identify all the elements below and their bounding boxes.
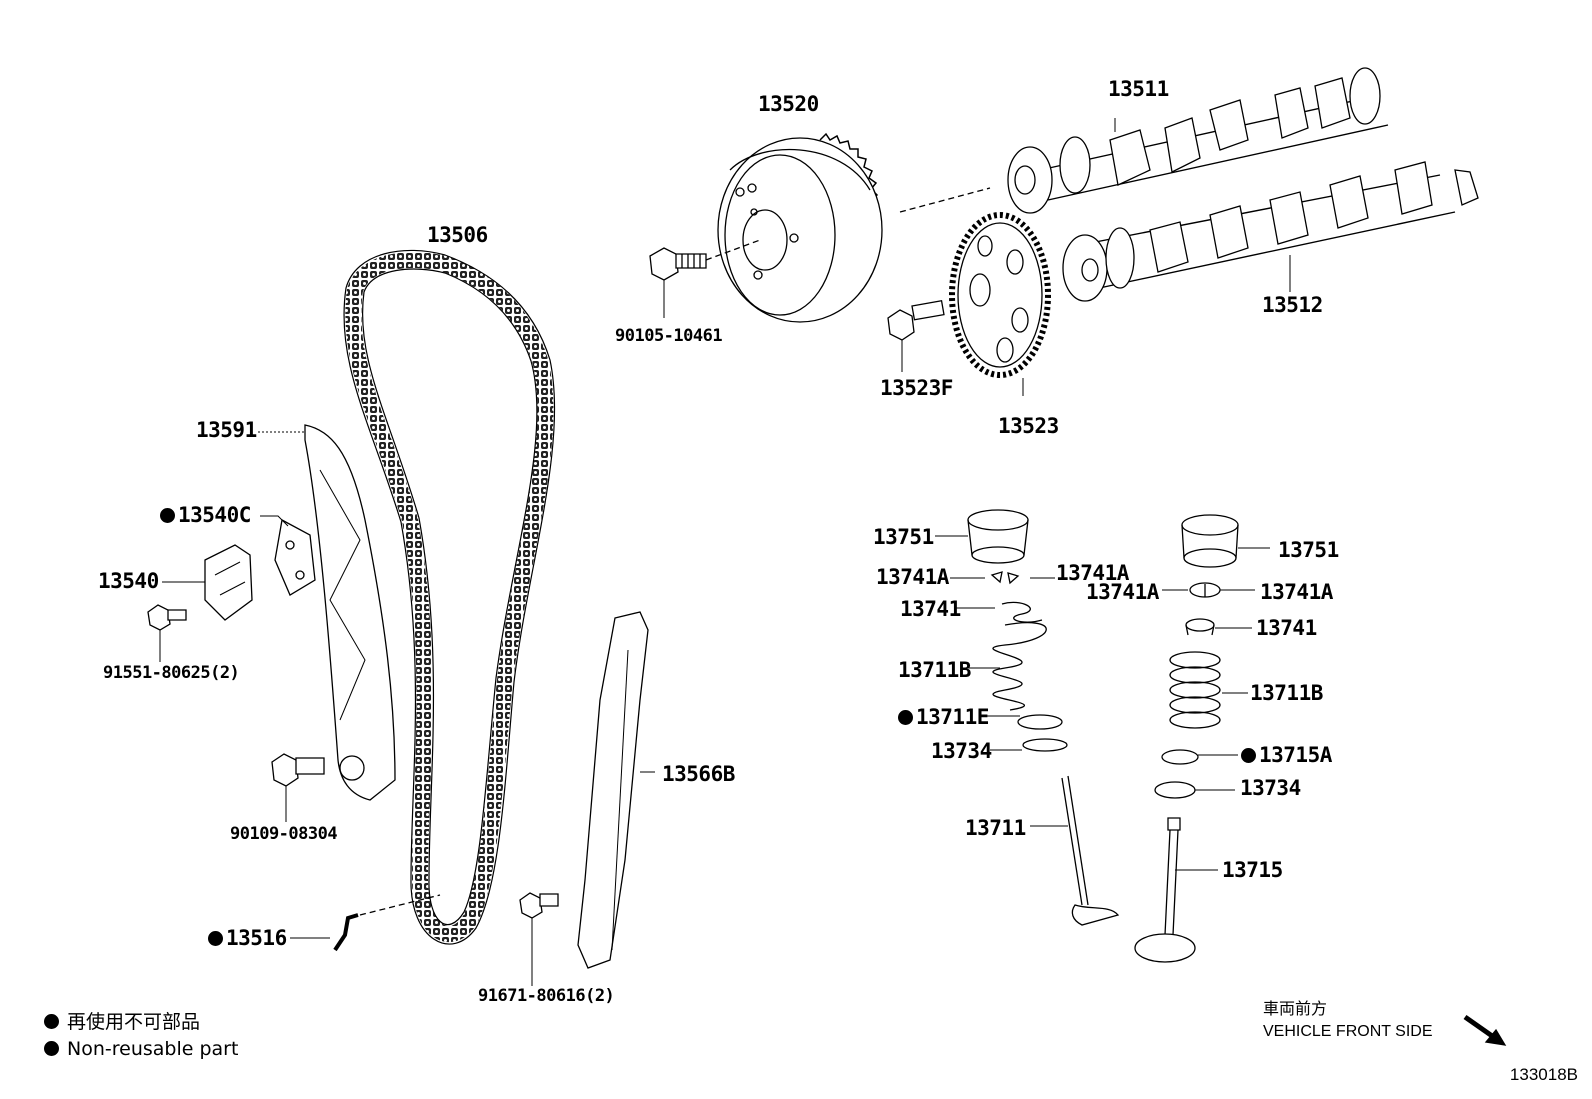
label-13751-right[interactable]: 13751 bbox=[1278, 538, 1339, 562]
chain-guide-13566B bbox=[578, 612, 655, 968]
oil-jet-13516 bbox=[290, 895, 440, 950]
valve-assembly-left bbox=[935, 510, 1118, 925]
label-13540C[interactable]: 13540C bbox=[160, 505, 251, 526]
label-13591[interactable]: 13591 bbox=[196, 418, 257, 442]
valve-assembly-right bbox=[1135, 515, 1270, 962]
label-13540[interactable]: 13540 bbox=[98, 569, 159, 593]
vehicle-front-japanese: 車両前方 bbox=[1263, 1001, 1328, 1018]
label-13566B[interactable]: 13566B bbox=[662, 762, 735, 786]
label-91551-80625[interactable]: 91551-80625(2) bbox=[103, 663, 240, 683]
label-13751-left[interactable]: 13751 bbox=[873, 525, 934, 549]
non-reusable-dot-icon bbox=[898, 710, 913, 725]
timing-chain bbox=[344, 250, 555, 944]
label-13734-left[interactable]: 13734 bbox=[931, 739, 992, 763]
label-13711[interactable]: 13711 bbox=[965, 816, 1026, 840]
legend-english-text: Non-reusable part bbox=[67, 1038, 239, 1060]
chain-guide-13591 bbox=[258, 425, 395, 800]
bolt-90109 bbox=[272, 754, 324, 822]
legend-japanese-text: 再使用不可部品 bbox=[67, 1011, 201, 1033]
camshaft-13512 bbox=[1063, 162, 1478, 301]
bolt-90105 bbox=[650, 240, 760, 318]
label-13523[interactable]: 13523 bbox=[998, 414, 1059, 438]
tensioner-13540 bbox=[162, 545, 252, 620]
bolt-13523F bbox=[888, 301, 944, 372]
label-13516-text: 13516 bbox=[226, 926, 287, 950]
label-13741A-right-1[interactable]: 13741A bbox=[1086, 580, 1159, 604]
label-13715A-text: 13715A bbox=[1259, 743, 1332, 767]
label-13741A-left-1[interactable]: 13741A bbox=[876, 565, 949, 589]
legend-dot-icon bbox=[44, 1041, 59, 1056]
label-13741A-left-2[interactable]: 13741A bbox=[1056, 561, 1129, 585]
label-13511[interactable]: 13511 bbox=[1108, 77, 1169, 101]
bolt-91671 bbox=[520, 893, 558, 986]
label-13516[interactable]: 13516 bbox=[208, 928, 287, 949]
legend-dot-icon bbox=[44, 1014, 59, 1029]
label-13741A-right-2[interactable]: 13741A bbox=[1260, 580, 1333, 604]
legend-english: Non-reusable part bbox=[44, 1040, 238, 1059]
camshaft-13511 bbox=[900, 68, 1388, 213]
label-13512[interactable]: 13512 bbox=[1262, 293, 1323, 317]
non-reusable-dot-icon bbox=[1241, 748, 1256, 763]
label-13506[interactable]: 13506 bbox=[427, 223, 488, 247]
legend-japanese: 再使用不可部品 bbox=[44, 1013, 200, 1032]
label-13711B-left[interactable]: 13711B bbox=[898, 658, 971, 682]
label-13711E[interactable]: 13711E bbox=[898, 707, 989, 728]
label-90109-08304[interactable]: 90109-08304 bbox=[230, 824, 338, 844]
label-13734-right[interactable]: 13734 bbox=[1240, 776, 1301, 800]
label-91671-80616[interactable]: 91671-80616(2) bbox=[478, 986, 615, 1006]
label-13741-right[interactable]: 13741 bbox=[1256, 616, 1317, 640]
label-13715A[interactable]: 13715A bbox=[1241, 745, 1332, 766]
label-13711E-text: 13711E bbox=[916, 705, 989, 729]
vehicle-front-arrow-icon bbox=[1465, 1017, 1505, 1045]
label-13540C-text: 13540C bbox=[178, 503, 251, 527]
label-13523F[interactable]: 13523F bbox=[880, 376, 953, 400]
gasket-13540C bbox=[260, 516, 315, 595]
non-reusable-dot-icon bbox=[208, 931, 223, 946]
sprocket-13523 bbox=[952, 215, 1048, 396]
label-90105-10461[interactable]: 90105-10461 bbox=[615, 326, 723, 346]
label-13715[interactable]: 13715 bbox=[1222, 858, 1283, 882]
label-13520[interactable]: 13520 bbox=[758, 92, 819, 116]
vehicle-front-english: VEHICLE FRONT SIDE bbox=[1263, 1023, 1433, 1040]
non-reusable-dot-icon bbox=[160, 508, 175, 523]
bolt-91551 bbox=[148, 605, 186, 662]
label-13711B-right[interactable]: 13711B bbox=[1250, 681, 1323, 705]
label-13741-left[interactable]: 13741 bbox=[900, 597, 961, 621]
diagram-code: 133018B bbox=[1509, 1065, 1578, 1084]
vvt-gear-13520 bbox=[718, 134, 882, 322]
